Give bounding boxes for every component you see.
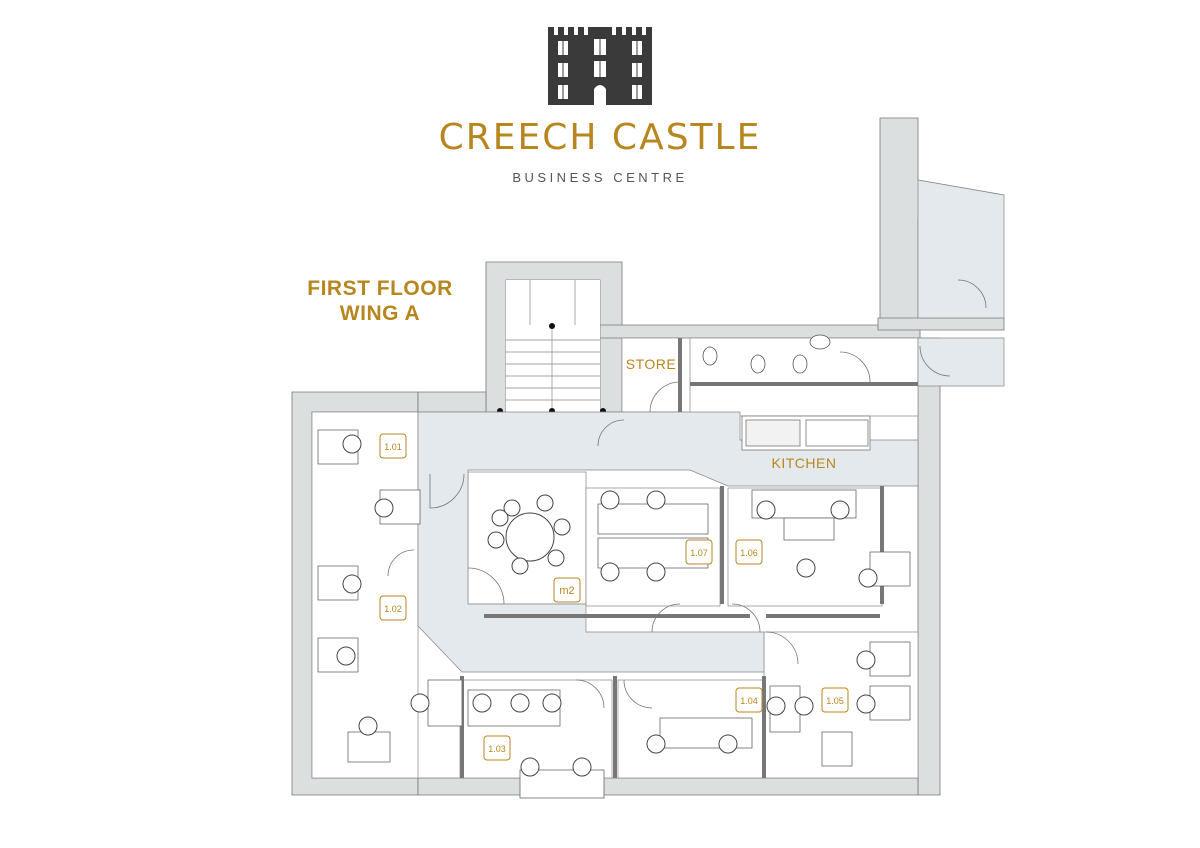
- stairwell: [506, 280, 600, 412]
- brand-subtitle: BUSINESS CENTRE: [512, 170, 688, 185]
- meeting-table: [487, 494, 571, 575]
- room-number-1-07: 1.07: [690, 548, 708, 558]
- kitchen-counter: [741, 415, 871, 451]
- top-right-room: [917, 179, 1005, 319]
- store-label: STORE: [626, 356, 676, 372]
- room-number-1-05: 1.05: [826, 696, 844, 706]
- room-badges: [379, 433, 849, 761]
- kitchen-label: KITCHEN: [772, 455, 837, 471]
- room-number-m2: m2: [559, 585, 574, 597]
- chairs: [336, 434, 878, 777]
- brand-title: CREECH CASTLE: [438, 117, 762, 158]
- wc-area: [689, 337, 919, 417]
- floor-title-line1: FIRST FLOOR: [307, 277, 453, 300]
- store-room: [621, 337, 681, 413]
- door-swings: [387, 279, 987, 709]
- room-number-1-02: 1.02: [384, 604, 402, 614]
- landing: [917, 337, 1005, 387]
- wc-fixtures: [702, 334, 831, 374]
- room-number-1-03: 1.03: [488, 744, 506, 754]
- castle-logo: [548, 27, 652, 105]
- floor-title-line2: WING A: [339, 302, 421, 325]
- stairs: [506, 280, 600, 412]
- room-number-1-01: 1.01: [384, 442, 402, 452]
- partitions: [460, 338, 918, 778]
- room-number-1-06: 1.06: [740, 548, 758, 558]
- room-number-1-04: 1.04: [740, 696, 758, 706]
- floor-title: FIRST FLOOR WING A: [282, 276, 478, 326]
